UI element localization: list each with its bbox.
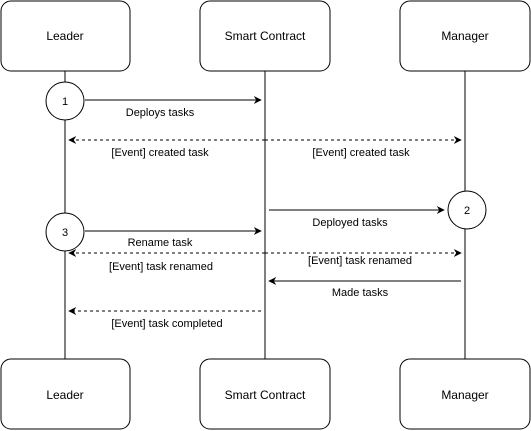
manager-label-top: Manager	[441, 29, 488, 43]
step-2-label: 2	[464, 205, 470, 217]
renamed-to-leader-label: [Event] task renamed	[109, 261, 213, 273]
contract-label-bottom: Smart Contract	[225, 388, 306, 402]
contract-box-top: Smart Contract	[199, 0, 331, 72]
manager-box-top: Manager	[399, 0, 531, 72]
created-task-to-manager-label: [Event] created task	[312, 147, 410, 159]
leader-label-top: Leader	[46, 29, 83, 43]
renamed-to-manager-label: [Event] task renamed	[308, 255, 412, 267]
step-3-marker: 3	[45, 212, 85, 252]
deploys-tasks-label: Deploys tasks	[126, 107, 195, 119]
leader-label-bottom: Leader	[46, 388, 83, 402]
manager-label-bottom: Manager	[441, 388, 488, 402]
made-tasks-label: Made tasks	[332, 287, 389, 299]
leader-box-bottom: Leader	[0, 358, 131, 430]
contract-box-bottom: Smart Contract	[199, 358, 331, 430]
deployed-tasks-label: Deployed tasks	[312, 217, 388, 229]
rename-task-label: Rename task	[128, 237, 193, 249]
contract-label-top: Smart Contract	[225, 29, 306, 43]
completed-to-leader-label: [Event] task completed	[111, 318, 222, 330]
created-task-to-leader-label: [Event] created task	[111, 147, 209, 159]
leader-box-top: Leader	[0, 0, 131, 72]
manager-box-bottom: Manager	[399, 358, 531, 430]
step-1-marker: 1	[45, 81, 85, 121]
step-3-label: 3	[62, 227, 68, 239]
step-2-marker: 2	[447, 190, 487, 230]
step-1-label: 1	[62, 96, 68, 108]
